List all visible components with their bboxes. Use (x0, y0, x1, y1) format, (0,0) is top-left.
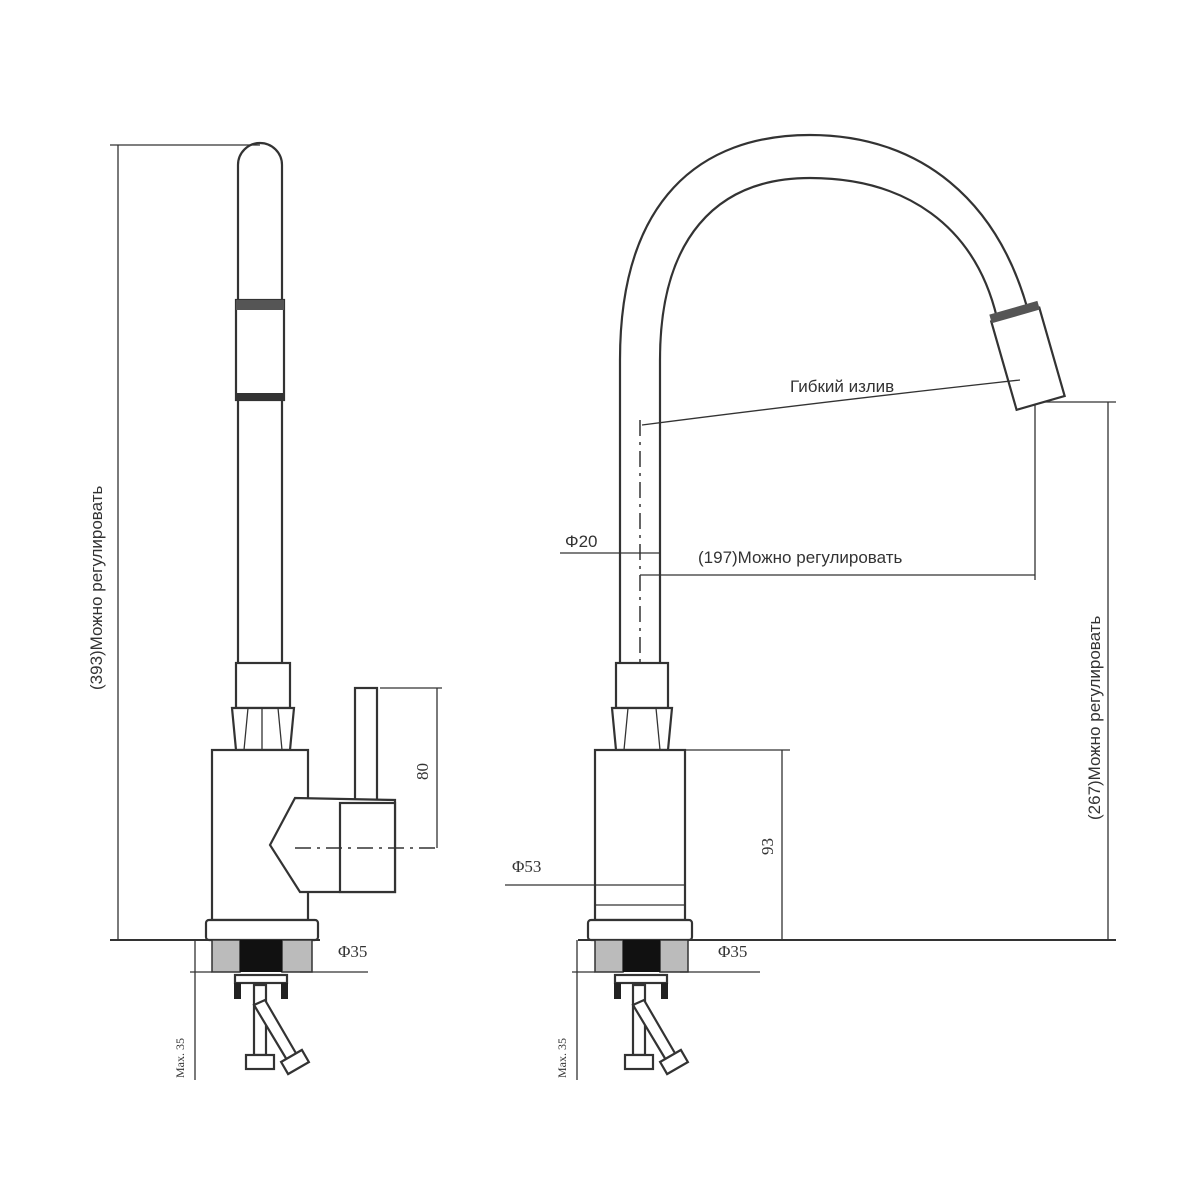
right-nut-top (614, 661, 670, 710)
left-mount-washer (233, 973, 289, 985)
left-aerator-band (234, 298, 286, 402)
right-gooseneck-spout (618, 133, 1032, 667)
left-counter-section (281, 939, 313, 973)
right-head-ring (989, 300, 1040, 324)
left-handle-lever (353, 686, 379, 805)
right-mount-thread (623, 940, 660, 972)
reach-label: (197)Можно регулировать (698, 548, 903, 567)
left-nut-facets (243, 707, 283, 751)
right-mount-washer (613, 973, 669, 985)
left-mount-stud (281, 983, 288, 999)
right-mount-stud (614, 983, 621, 999)
right-mount-stud (661, 983, 668, 999)
left-counter-section (211, 939, 241, 973)
left-hose-nut (279, 1048, 311, 1076)
tube-diameter-label: Φ20 (565, 532, 597, 551)
right-spout-head (989, 306, 1067, 412)
left-base-plate (204, 918, 320, 942)
right-counter-section (594, 939, 624, 973)
left-hole-diameter-label: Φ35 (338, 942, 367, 961)
body-diameter-label: Φ53 (512, 857, 541, 876)
left-mount-thread (240, 940, 282, 972)
right-hole-diameter-label: Φ35 (718, 942, 747, 961)
left-hose-nut (244, 1053, 276, 1071)
right-flexible-head (989, 300, 1067, 412)
handle-height-label: 80 (413, 763, 432, 780)
left-band-ring-top (236, 300, 284, 310)
right-hex-nut (610, 706, 674, 752)
right-faucet-front-view: Φ35 Max. 35 Φ20 (197)Можно регулировать … (505, 133, 1116, 1080)
flexible-spout-label: Гибкий излив (790, 377, 894, 396)
left-faucet-side-view: Φ35 Max. 35 (393)Можно регулировать 80 (87, 141, 442, 1080)
right-base-plate (586, 918, 694, 942)
left-spout-tube (236, 141, 284, 667)
spout-leader-line (641, 379, 1021, 426)
left-mount-stud (234, 983, 241, 999)
spout-height-label: (267)Можно регулировать (1085, 615, 1104, 820)
right-body (593, 748, 687, 922)
right-hose-nut (623, 1053, 655, 1071)
right-counter-section (659, 939, 689, 973)
right-max-thickness-label: Max. 35 (555, 1038, 569, 1078)
left-height-label: (393)Можно регулировать (87, 485, 106, 690)
left-max-thickness-label: Max. 35 (173, 1038, 187, 1078)
left-band-ring-bottom (236, 393, 284, 401)
left-hex-nut (230, 706, 296, 752)
left-nut-top (234, 661, 292, 710)
body-height-label: 93 (758, 838, 777, 855)
right-hose-nut (658, 1048, 690, 1076)
right-nut-facets (623, 707, 661, 751)
